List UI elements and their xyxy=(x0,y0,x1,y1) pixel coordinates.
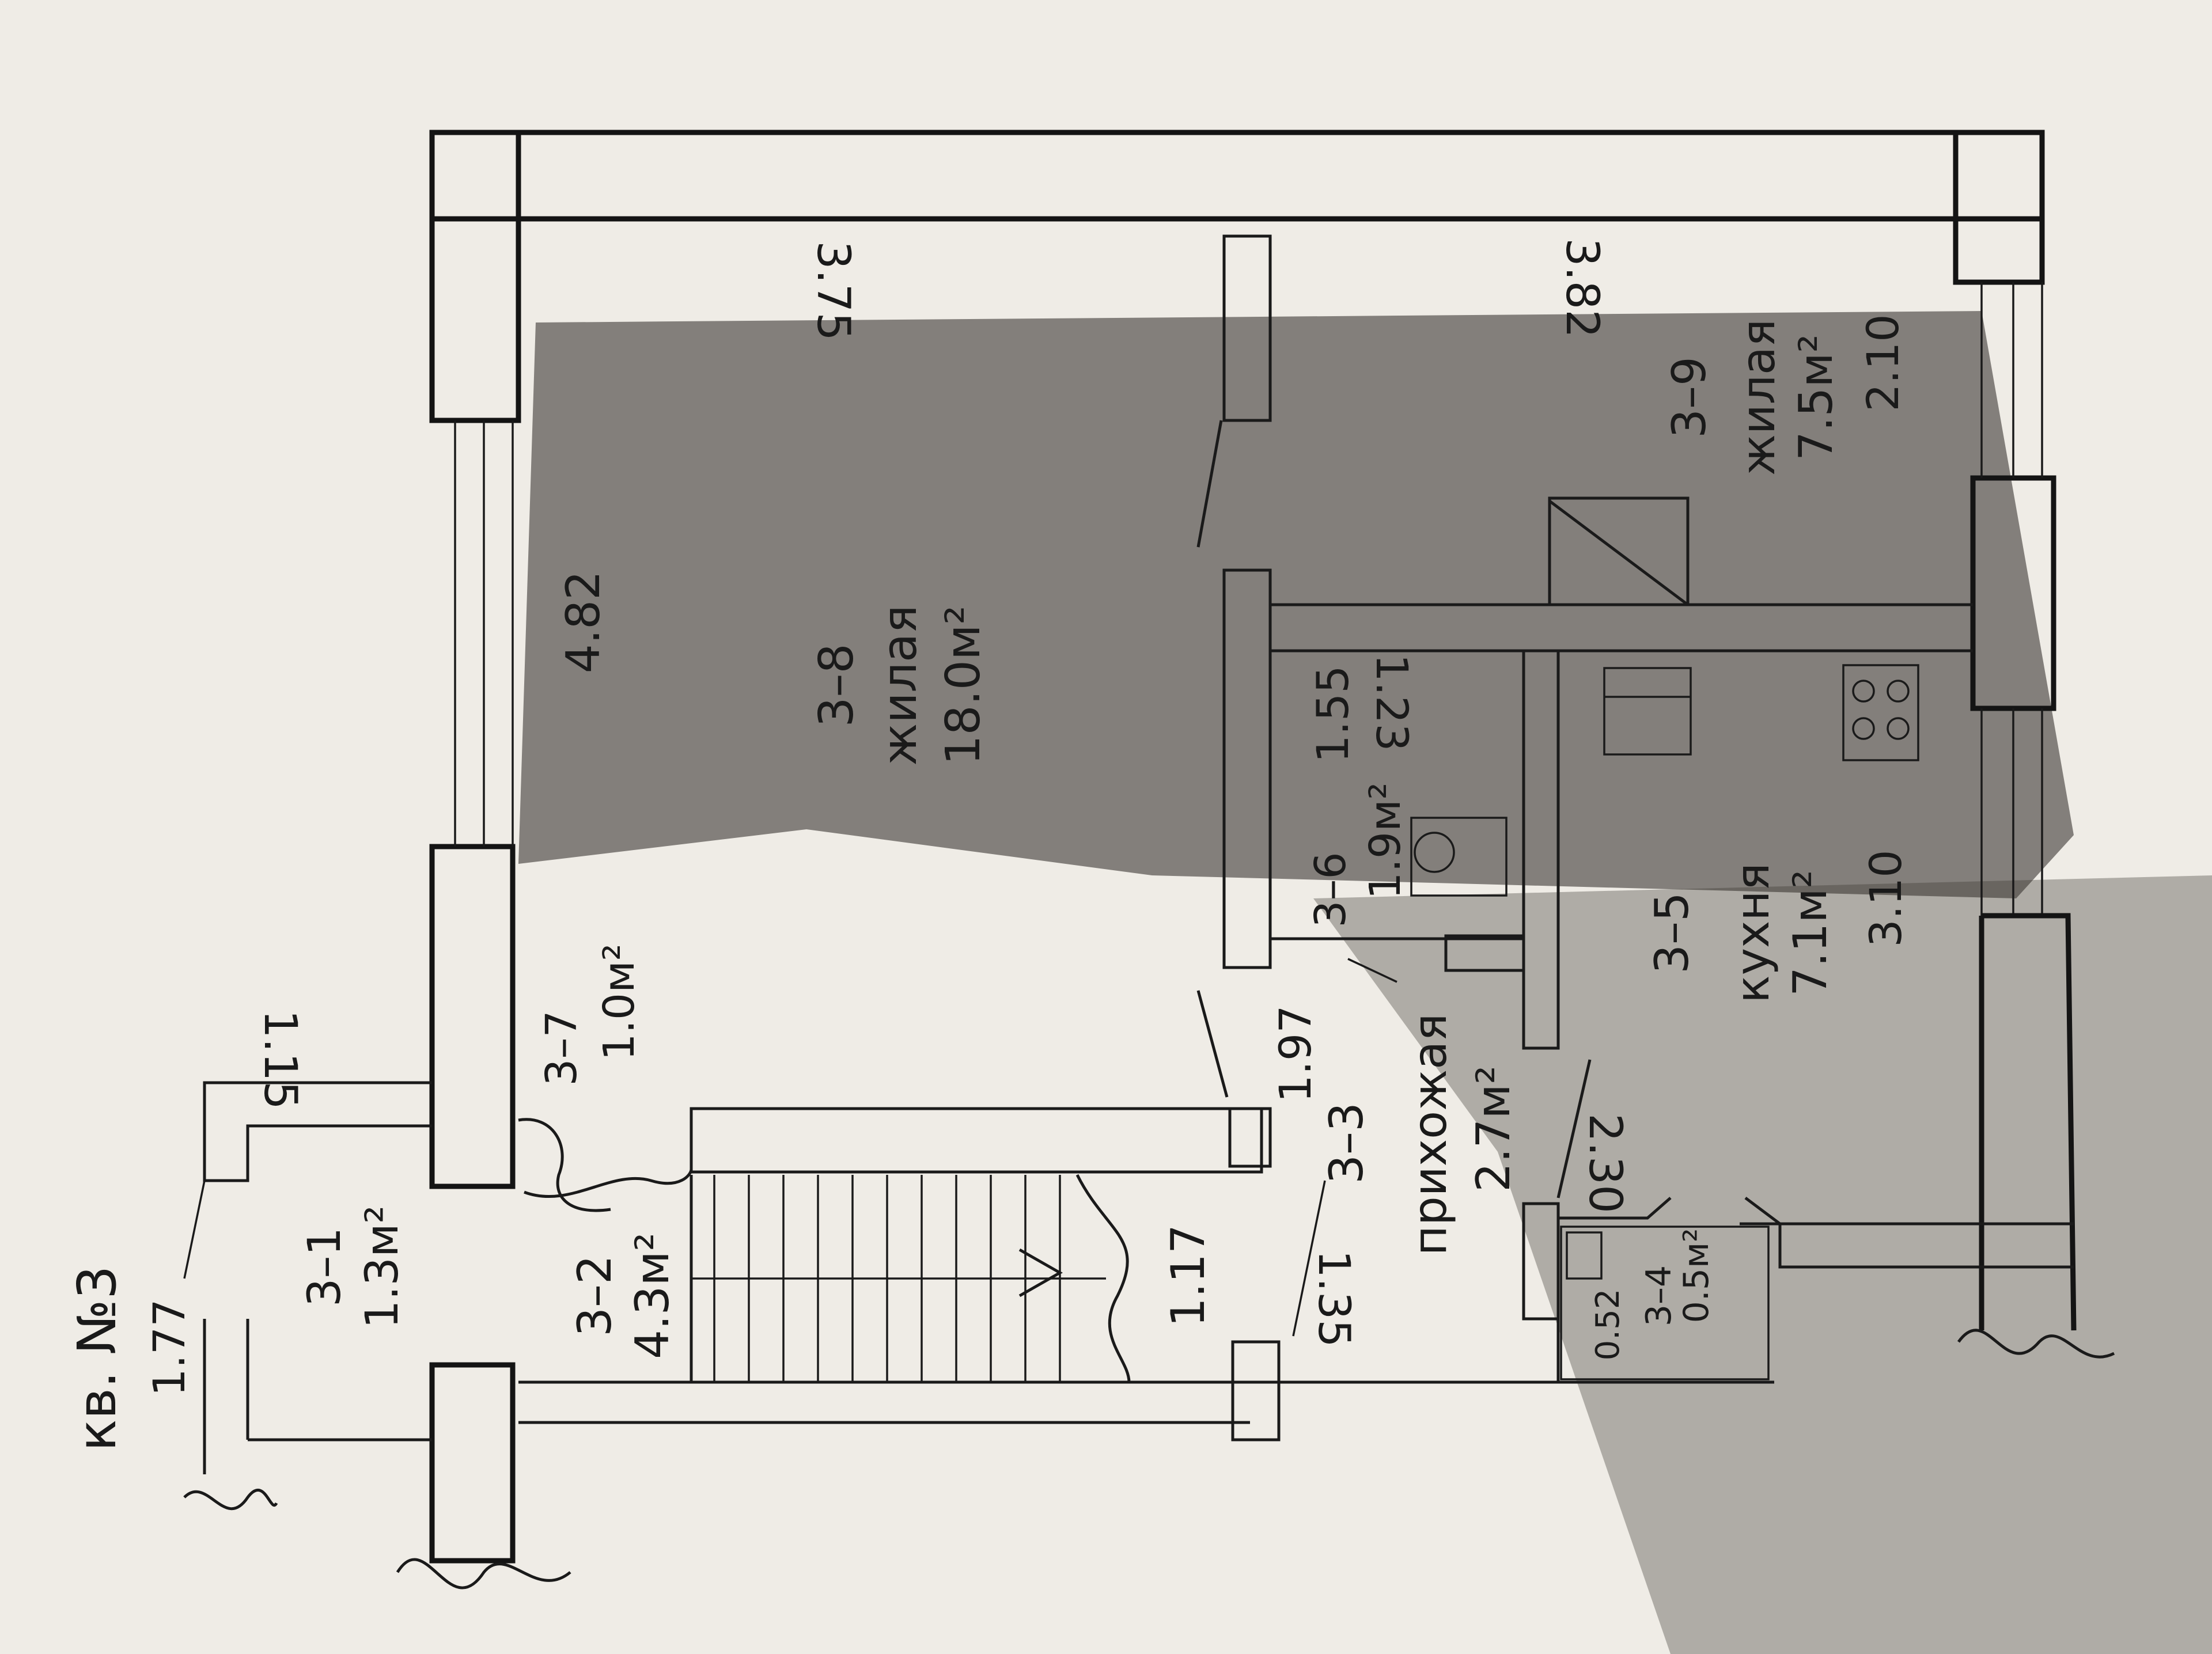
room-3-9-name: жилая xyxy=(1732,319,1785,476)
vestibule-outline xyxy=(203,1081,432,1182)
outer-wall-left-pier xyxy=(429,844,516,1189)
door-swing-hall xyxy=(1196,990,1229,1098)
partition-bath-left xyxy=(1222,568,1272,969)
room-3-9-area: 7.5м² xyxy=(1789,334,1843,461)
leader-1-77 xyxy=(183,1180,206,1279)
dim-1-35: 1.35 xyxy=(1309,1250,1360,1347)
room-3-6-area: 1.9м² xyxy=(1361,782,1410,899)
room-3-5-id: 3–5 xyxy=(1645,892,1699,974)
paper-shadow-lower xyxy=(1313,875,2212,1654)
leader-3-3 xyxy=(1292,1180,1326,1337)
dim-1-55: 1.55 xyxy=(1307,665,1358,762)
break-left xyxy=(396,1558,571,1589)
dim-4-82: 4.82 xyxy=(556,571,610,673)
room-3-3-id: 3–3 xyxy=(1320,1102,1373,1184)
vestibule-outline xyxy=(203,1319,432,1474)
room-3-3-name: прихожая xyxy=(1403,1014,1457,1256)
room-3-1-area: 1.3м² xyxy=(357,1205,408,1329)
hall-pier xyxy=(1228,1107,1272,1168)
stair-arrow xyxy=(1018,1248,1063,1298)
room-3-2-id: 3–2 xyxy=(568,1255,622,1337)
break-vestibule xyxy=(183,1489,278,1511)
room-3-8-name: жилая xyxy=(873,605,927,765)
hall-wall-upper xyxy=(690,1107,1263,1174)
bathroom-ledge xyxy=(1444,934,1525,972)
outer-wall-left-bottom xyxy=(429,1362,516,1564)
stair-treads xyxy=(691,1175,1106,1382)
stove xyxy=(1842,664,1919,761)
closet-box xyxy=(1560,1226,1770,1380)
room-3-5-name: кухня xyxy=(1726,863,1779,1003)
room-3-4-area: 0.5м² xyxy=(1676,1228,1717,1323)
dim-1-23: 1.23 xyxy=(1366,654,1418,751)
dim-1-17: 1.17 xyxy=(1161,1224,1215,1327)
dim-1-77: 1.77 xyxy=(143,1299,195,1396)
room-3-8-id: 3–8 xyxy=(809,643,864,727)
dim-3-82: 3.82 xyxy=(1556,238,1608,338)
stove-burner xyxy=(1887,717,1910,740)
dim-2-10: 2.10 xyxy=(1857,314,1908,411)
dim-0-52: 0.52 xyxy=(1589,1289,1627,1361)
partition-upper xyxy=(1222,234,1272,422)
inner-wall-top xyxy=(516,216,1959,420)
kitchen-hall-wall xyxy=(1522,1202,1560,1321)
vent-box xyxy=(1548,496,1690,606)
room-3-1-id: 3–1 xyxy=(299,1227,351,1307)
closet-inner xyxy=(1566,1231,1603,1280)
outer-wall-right xyxy=(1953,130,2045,285)
dim-3-10: 3.10 xyxy=(1860,849,1911,947)
break-right xyxy=(1957,1329,2115,1359)
vent-diagonal xyxy=(1548,500,1689,606)
door-swing-kitchen xyxy=(1556,1059,1592,1198)
stove-burner xyxy=(1887,680,1910,703)
room-3-9-id: 3–9 xyxy=(1662,356,1716,438)
corridor-pier xyxy=(1231,1340,1281,1441)
outer-wall-right-bottom xyxy=(1979,913,2077,1331)
leader-3-6 xyxy=(1347,958,1397,983)
room-3-5-area: 7.1м² xyxy=(1783,870,1837,996)
dim-2-30: 2.30 xyxy=(1579,1113,1631,1213)
alcove-curve xyxy=(518,1118,693,1212)
dim-1-15: 1.15 xyxy=(254,1010,306,1110)
sink xyxy=(1603,667,1692,756)
room-3-6-id: 3–6 xyxy=(1306,852,1355,927)
door-swing xyxy=(1196,420,1223,548)
toilet-tank xyxy=(1410,817,1508,897)
stove-burner xyxy=(1852,680,1875,703)
room-3-4-id: 3–4 xyxy=(1639,1265,1679,1326)
dim-3-75: 3.75 xyxy=(807,241,859,341)
bathroom-wall-right xyxy=(1522,649,1560,1050)
apartment-title: кв. №3 xyxy=(66,1266,128,1452)
stove-burner xyxy=(1852,717,1875,740)
room-3-3-area: 2.7м² xyxy=(1467,1065,1520,1192)
room-3-8-area: 18.0м² xyxy=(936,605,991,765)
dim-1-97: 1.97 xyxy=(1270,1005,1321,1102)
toilet-bowl xyxy=(1414,832,1455,873)
room-3-7-area: 1.0м² xyxy=(594,943,644,1060)
room-3-2-area: 4.3м² xyxy=(626,1232,679,1359)
closet-wall xyxy=(1556,1197,2074,1382)
room-3-7-id: 3–7 xyxy=(537,1010,586,1086)
